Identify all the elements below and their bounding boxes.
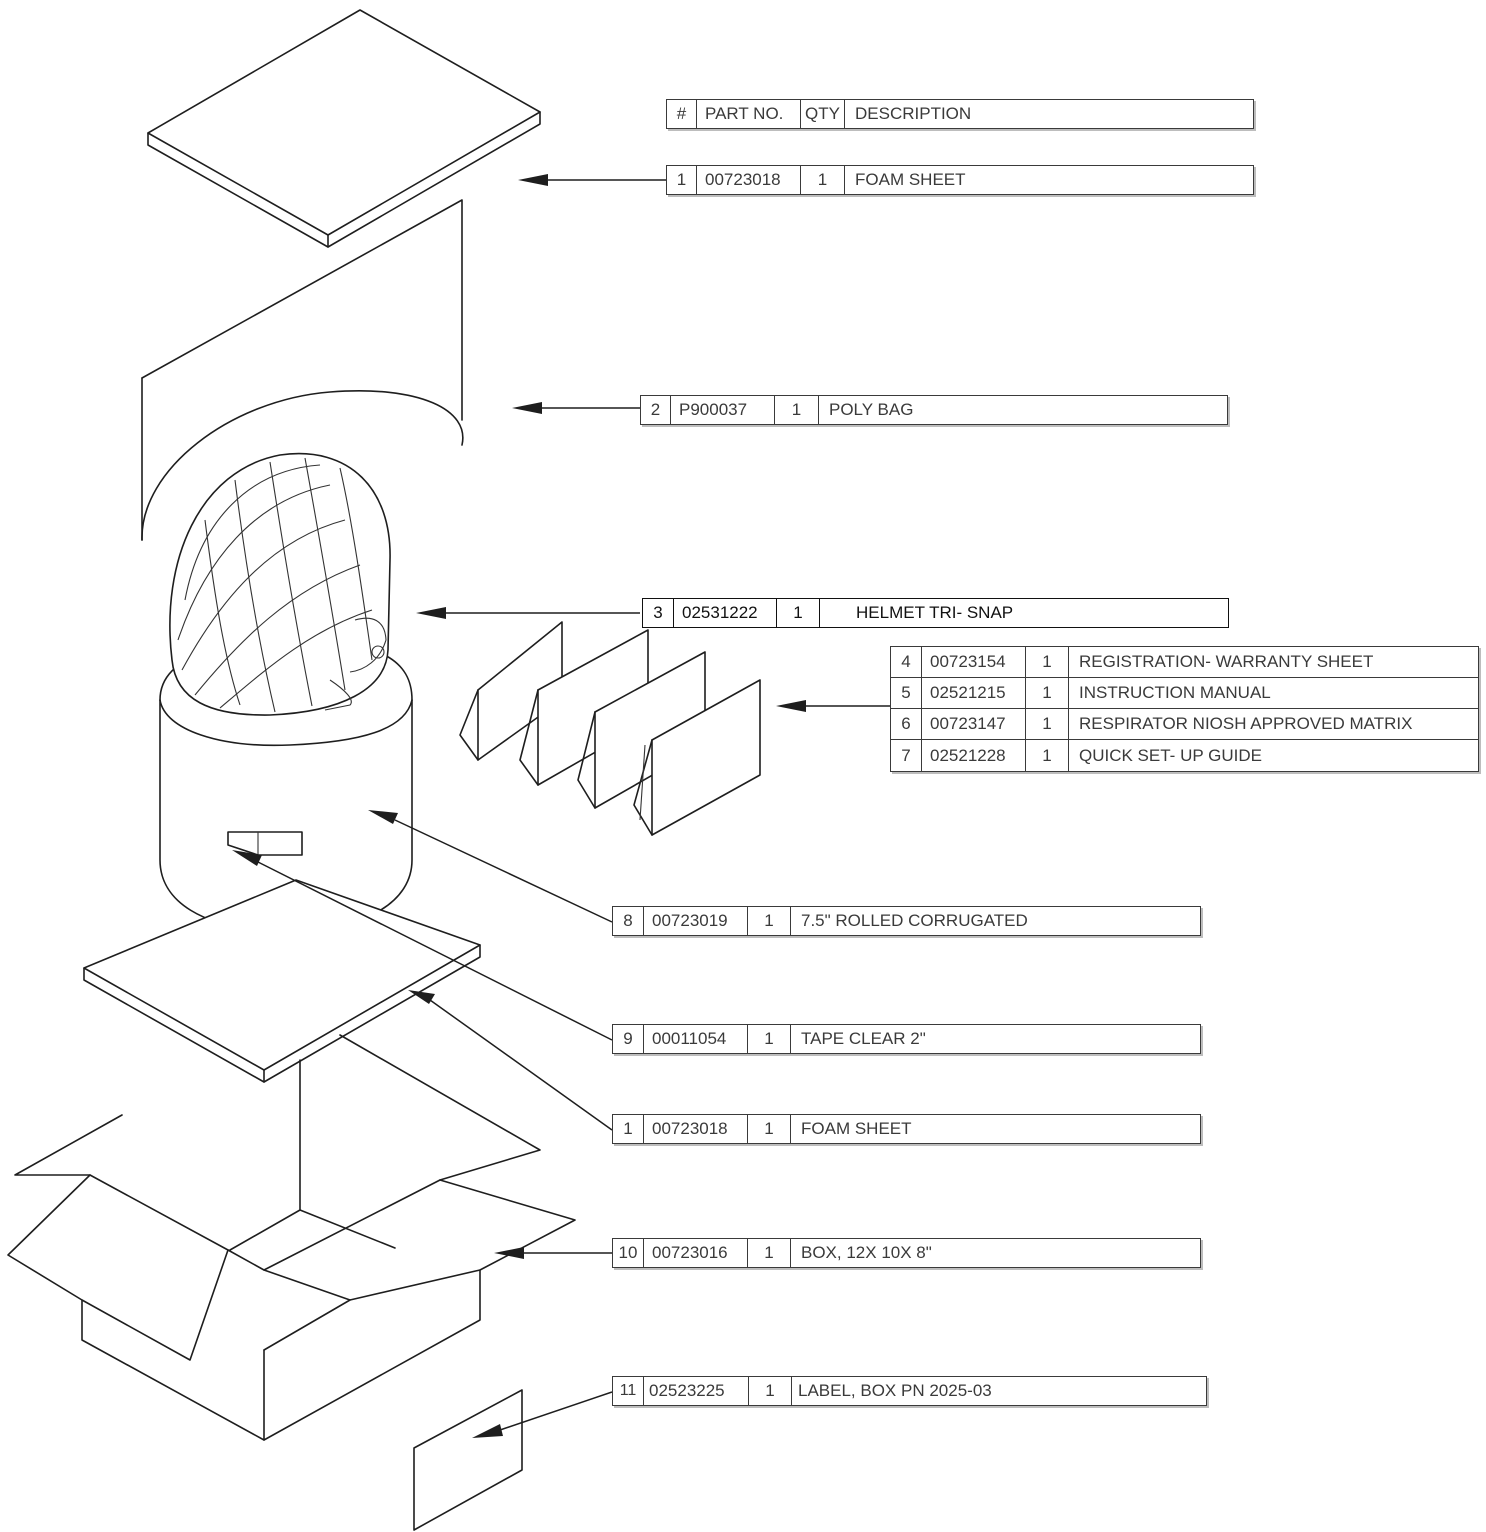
row-num: 9 xyxy=(613,1025,644,1053)
row-num: 10 xyxy=(613,1239,644,1267)
bom-row-poly-bag: 2 P900037 1 POLY BAG xyxy=(640,395,1228,425)
row-qty: 1 xyxy=(777,599,820,627)
row-part-no: 00723019 xyxy=(644,907,748,935)
row-qty: 1 xyxy=(1026,709,1069,739)
poly-bag xyxy=(141,199,464,541)
box-label xyxy=(413,1389,523,1531)
row-part-no: 00723154 xyxy=(922,647,1026,677)
header-description: DESCRIPTION xyxy=(855,104,972,123)
row-description: FOAM SHEET xyxy=(855,170,966,189)
row-num: 4 xyxy=(891,647,922,677)
row-qty: 1 xyxy=(1026,740,1069,771)
leader-lines xyxy=(232,174,890,1438)
bom-row-quick-setup-guide: 7 02521228 1 QUICK SET- UP GUIDE xyxy=(891,740,1478,771)
row-part-no: 02531222 xyxy=(674,599,777,627)
bom-row-foam-sheet-top: 1 00723018 1 FOAM SHEET xyxy=(666,165,1254,195)
row-part-no: 00723147 xyxy=(922,709,1026,739)
row-description: INSTRUCTION MANUAL xyxy=(1079,683,1271,702)
row-qty: 1 xyxy=(775,396,819,424)
row-qty: 1 xyxy=(1026,647,1069,677)
row-num: 3 xyxy=(643,599,674,627)
row-description: QUICK SET- UP GUIDE xyxy=(1079,745,1262,765)
row-num: 6 xyxy=(891,709,922,739)
top-foam-sheet xyxy=(147,9,541,248)
bom-row-box: 10 00723016 1 BOX, 12X 10X 8" xyxy=(612,1238,1201,1268)
bom-row-box-label: 11 02523225 1 LABEL, BOX PN 2025-03 xyxy=(612,1376,1207,1406)
row-part-no: 00011054 xyxy=(644,1025,748,1053)
row-part-no: 00723018 xyxy=(644,1115,748,1143)
row-description: LABEL, BOX PN 2025-03 xyxy=(798,1381,992,1400)
row-part-no: 00723016 xyxy=(644,1239,748,1267)
row-qty: 1 xyxy=(801,166,845,194)
row-num: 2 xyxy=(641,396,671,424)
literature-sheets xyxy=(459,621,761,836)
bom-header-row: # PART NO. QTY DESCRIPTION xyxy=(666,99,1254,129)
bom-row-helmet: 3 02531222 1 HELMET TRI- SNAP xyxy=(642,598,1229,628)
row-description: BOX, 12X 10X 8" xyxy=(801,1243,932,1262)
row-description: POLY BAG xyxy=(829,400,914,419)
row-part-no: P900037 xyxy=(671,396,775,424)
bottom-foam-sheet xyxy=(83,879,481,1083)
bom-row-rolled-corrugated: 8 00723019 1 7.5" ROLLED CORRUGATED xyxy=(612,906,1201,936)
row-num: 11 xyxy=(613,1377,644,1405)
row-num: 1 xyxy=(667,166,697,194)
bom-row-niosh-matrix: 6 00723147 1 RESPIRATOR NIOSH APPROVED M… xyxy=(891,709,1478,740)
row-qty: 1 xyxy=(748,1239,791,1267)
row-description: FOAM SHEET xyxy=(801,1119,912,1138)
bom-row-foam-sheet-bottom: 1 00723018 1 FOAM SHEET xyxy=(612,1114,1201,1144)
bom-row-instruction-manual: 5 02521215 1 INSTRUCTION MANUAL xyxy=(891,678,1478,709)
row-part-no: 02523225 xyxy=(644,1377,749,1405)
bom-row-registration-warranty: 4 00723154 1 REGISTRATION- WARRANTY SHEE… xyxy=(891,647,1478,678)
shipping-box xyxy=(7,1034,576,1441)
header-part-no: PART NO. xyxy=(697,100,801,128)
bom-row-tape: 9 00011054 1 TAPE CLEAR 2" xyxy=(612,1024,1201,1054)
row-part-no: 02521228 xyxy=(922,740,1026,771)
row-description: HELMET TRI- SNAP xyxy=(856,603,1014,622)
row-part-no: 00723018 xyxy=(697,166,801,194)
row-qty: 1 xyxy=(748,907,791,935)
row-num: 7 xyxy=(891,740,922,771)
row-num: 5 xyxy=(891,678,922,708)
row-description: 7.5" ROLLED CORRUGATED xyxy=(801,911,1028,930)
row-qty: 1 xyxy=(748,1115,791,1143)
header-num: # xyxy=(667,100,697,128)
row-qty: 1 xyxy=(748,1025,791,1053)
header-qty: QTY xyxy=(801,100,845,128)
row-qty: 1 xyxy=(749,1377,792,1405)
row-description: REGISTRATION- WARRANTY SHEET xyxy=(1079,652,1374,671)
row-description: RESPIRATOR NIOSH APPROVED MATRIX xyxy=(1079,714,1413,733)
row-num: 8 xyxy=(613,907,644,935)
row-qty: 1 xyxy=(1026,678,1069,708)
row-part-no: 02521215 xyxy=(922,678,1026,708)
helmet-illustration xyxy=(169,452,391,716)
bom-literature-group: 4 00723154 1 REGISTRATION- WARRANTY SHEE… xyxy=(890,646,1479,772)
row-description: TAPE CLEAR 2" xyxy=(801,1029,926,1048)
row-num: 1 xyxy=(613,1115,644,1143)
